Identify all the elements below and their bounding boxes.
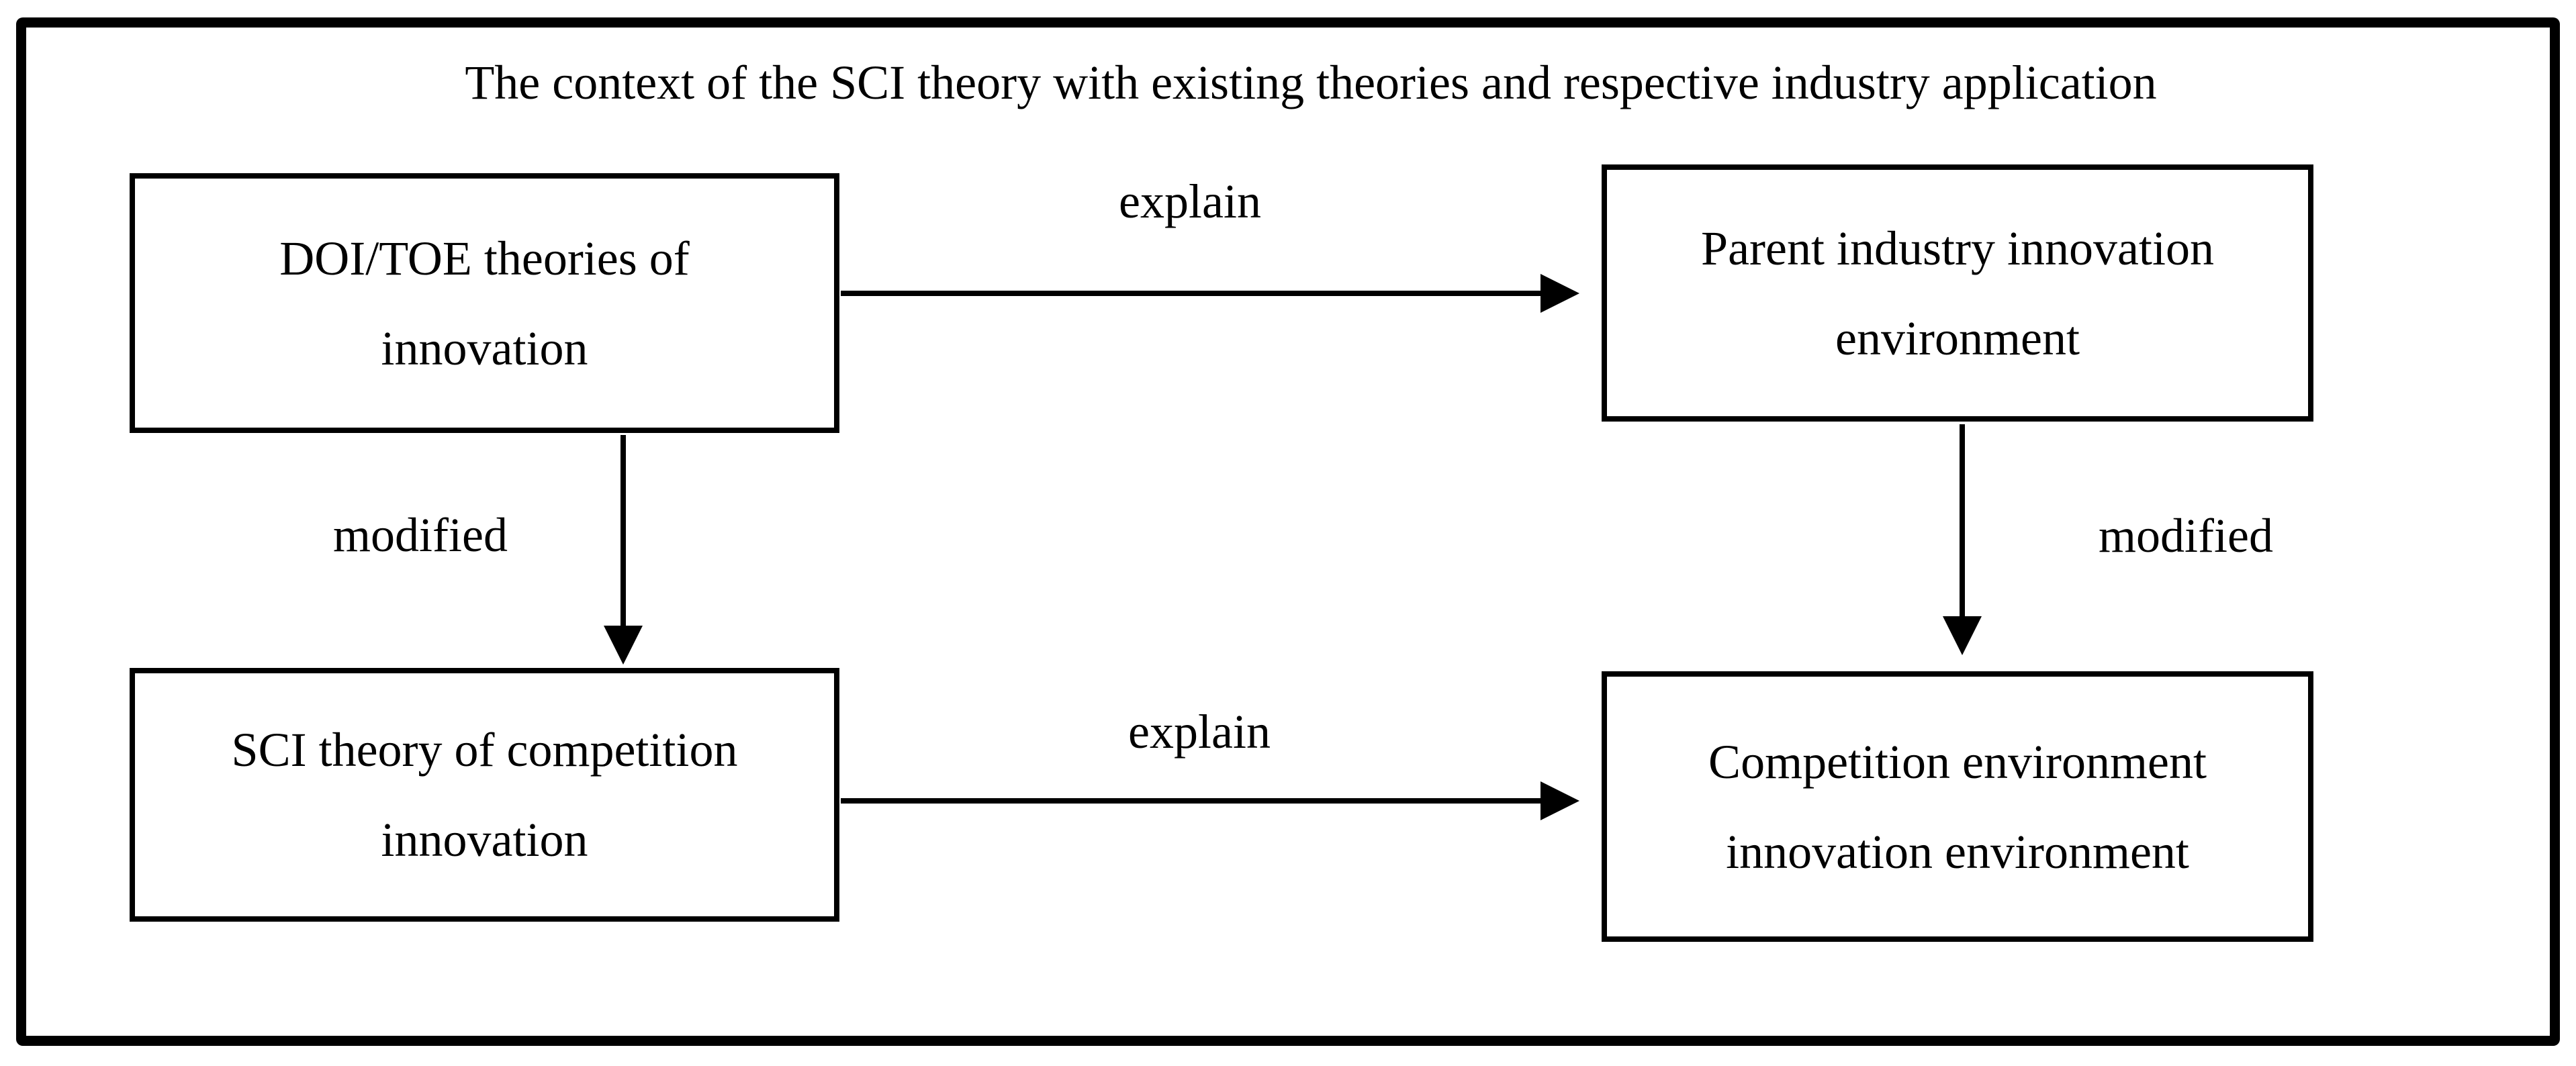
box-sci-theory-line1: SCI theory of competition <box>231 723 738 777</box>
box-competition-line1: Competition environment <box>1708 734 2207 789</box>
arrowhead-modified-right-icon <box>1943 616 1982 655</box>
figure-title: The context of the SCI theory with exist… <box>465 56 2157 109</box>
label-explain-top: explain <box>1119 175 1261 228</box>
label-explain-bottom: explain <box>1128 705 1271 759</box>
box-competition-environment: Competition environment innovation envir… <box>1602 671 2313 942</box>
label-modified-right: modified <box>2099 509 2273 563</box>
figure-frame <box>16 17 2560 1046</box>
box-competition-line2: innovation environment <box>1726 824 2189 879</box>
arrowhead-explain-bottom-icon <box>1540 781 1579 820</box>
box-doi-toe-theories: DOI/TOE theories of innovation <box>130 173 839 433</box>
box-doi-toe-line2: innovation <box>381 321 588 375</box>
box-parent-industry-line2: environment <box>1835 311 2080 365</box>
arrowhead-explain-top-icon <box>1540 274 1579 313</box>
box-doi-toe-line1: DOI/TOE theories of <box>279 231 690 285</box>
arrowhead-modified-left-icon <box>604 626 643 665</box>
box-parent-industry-line1: Parent industry innovation <box>1701 221 2214 275</box>
box-sci-theory: SCI theory of competition innovation <box>130 668 839 922</box>
box-sci-theory-line2: innovation <box>381 813 588 867</box>
label-modified-left: modified <box>333 508 508 562</box>
box-parent-industry-environment: Parent industry innovation environment <box>1602 164 2313 422</box>
